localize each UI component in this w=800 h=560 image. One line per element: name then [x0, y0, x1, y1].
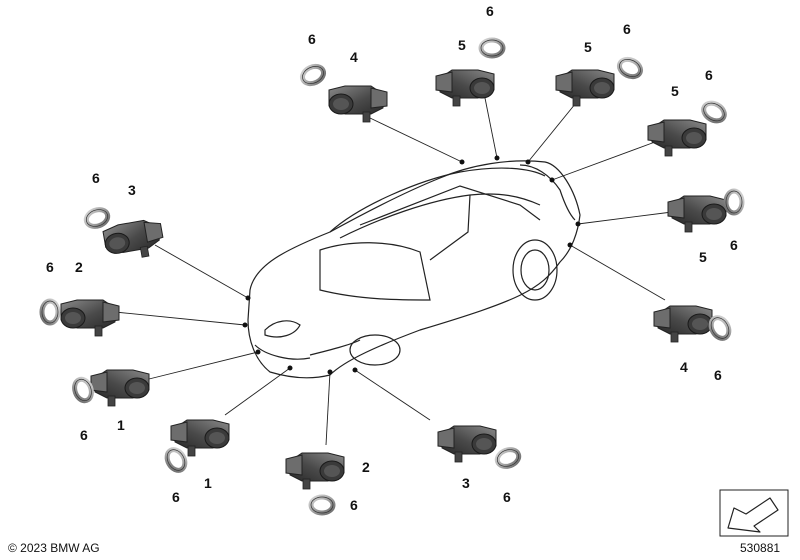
sensor-5-top-right[interactable]	[555, 69, 615, 107]
label-6-front-right: 6	[503, 489, 511, 505]
label-6-front-1: 6	[172, 489, 180, 505]
ring-6-top-center[interactable]	[481, 40, 503, 56]
sensor-1-left-corner[interactable]	[90, 369, 150, 407]
ring-6-front-1[interactable]	[164, 446, 189, 473]
ring-6-front-center[interactable]	[311, 497, 333, 513]
label-6-top-right: 6	[623, 21, 631, 37]
label-6-top-center: 6	[486, 3, 494, 19]
sensor-4-top[interactable]	[328, 85, 388, 123]
sensor-2-front-center[interactable]	[285, 452, 345, 490]
sensor-3-front-right[interactable]	[437, 425, 497, 463]
label-6-left-corner: 6	[80, 427, 88, 443]
label-1-left-corner: 1	[117, 417, 125, 433]
label-1-front: 1	[204, 475, 212, 491]
ring-6-right-rear[interactable]	[700, 100, 727, 125]
label-4-top: 4	[350, 49, 358, 65]
connection-points	[242, 155, 581, 375]
label-3-left-side: 3	[128, 182, 136, 198]
label-6-right-side: 6	[730, 237, 738, 253]
copyright-text: © 2023 BMW AG	[8, 541, 100, 555]
diagram-id: 530881	[740, 541, 781, 555]
label-6-left-front: 6	[46, 259, 54, 275]
label-5-right-side: 5	[699, 249, 707, 265]
sensor-2-left-front[interactable]	[60, 299, 120, 337]
car-outline	[247, 160, 581, 379]
label-2-front-center: 2	[362, 459, 370, 475]
label-5-right-rear: 5	[671, 83, 679, 99]
label-3-front-right: 3	[462, 475, 470, 491]
ring-6-top-right[interactable]	[617, 56, 644, 80]
label-6-right-rear: 6	[705, 67, 713, 83]
ring-6-right-side[interactable]	[726, 191, 742, 213]
sensor-5-right-rear[interactable]	[647, 119, 707, 157]
leader-lines	[114, 97, 673, 446]
sensor-3-left-side[interactable]	[101, 217, 167, 264]
sensor-4-right-bottom[interactable]	[653, 305, 713, 343]
label-6-front-center: 6	[350, 497, 358, 513]
next-page-arrow-icon[interactable]	[719, 489, 789, 537]
label-2-left-front: 2	[75, 259, 83, 275]
label-6-top-left: 6	[308, 31, 316, 47]
ring-6-top-left[interactable]	[300, 63, 327, 87]
sensor-5-right-side[interactable]	[667, 195, 727, 233]
label-6-left-side: 6	[92, 170, 100, 186]
label-5-top-center: 5	[458, 37, 466, 53]
ring-6-right-bottom[interactable]	[708, 314, 733, 341]
ring-6-left-side[interactable]	[84, 207, 110, 230]
label-5-top-right: 5	[584, 39, 592, 55]
ring-6-left-front[interactable]	[42, 301, 58, 323]
label-4-right-bottom: 4	[680, 359, 688, 375]
label-6-right-bottom: 6	[714, 367, 722, 383]
ring-6-front-right[interactable]	[495, 447, 521, 470]
